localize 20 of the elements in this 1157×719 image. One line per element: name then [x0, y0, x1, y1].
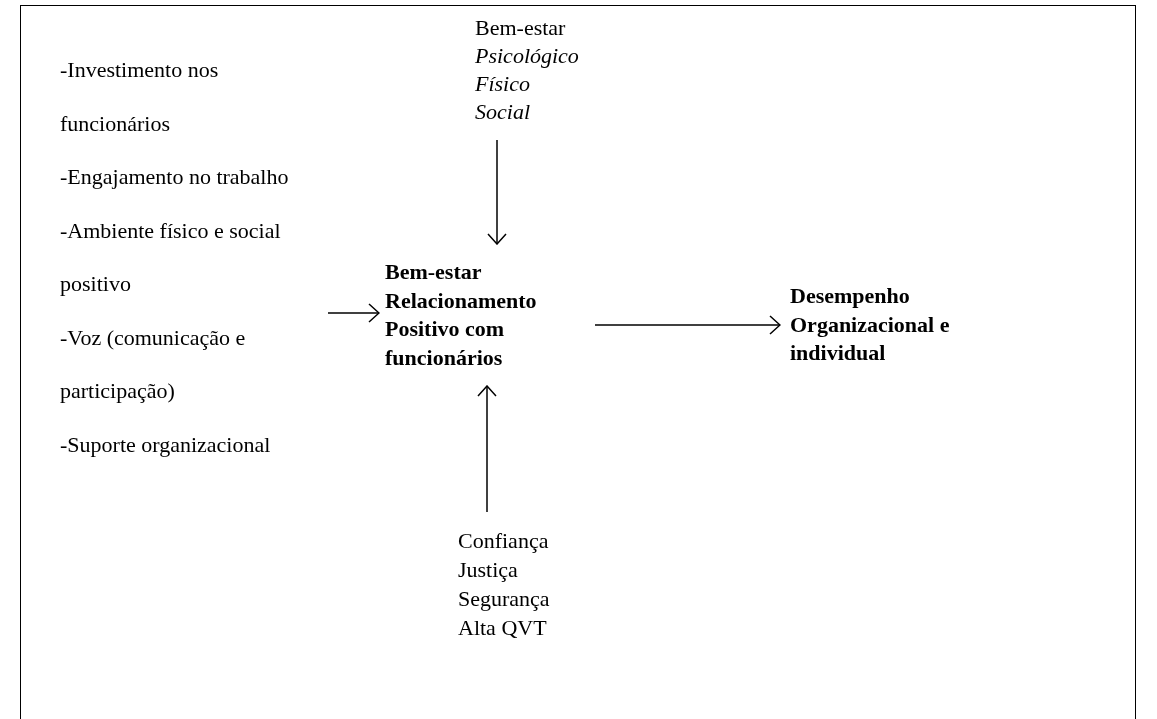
sub-item: Físico: [475, 70, 531, 98]
list-item: -Ambiente físico e social positivo: [60, 216, 282, 298]
list-item: -Suporte organizacional: [60, 430, 272, 459]
arrow: [477, 385, 497, 513]
concept-label: Bem-estar: [385, 258, 483, 286]
concept-label: Relacionamento Positivo com funcionários: [385, 286, 538, 372]
list-item: -Voz (comunicação e participação): [60, 323, 247, 405]
factor-item: Alta QVT: [458, 614, 548, 642]
arrow: [327, 303, 380, 323]
group-heading: Bem-estar: [475, 14, 567, 42]
list-item: -Engajamento no trabalho: [60, 163, 290, 191]
list-item: -Investimento nos funcionários: [60, 56, 220, 138]
factor-item: Justiça: [458, 556, 519, 584]
sub-item: Psicológico: [475, 42, 580, 70]
concept-label: Desempenho Organizacional e individual: [790, 282, 951, 367]
factor-item: Segurança: [458, 585, 551, 613]
arrow: [487, 139, 507, 245]
arrow: [594, 315, 781, 335]
factor-item: Confiança: [458, 527, 550, 555]
sub-item: Social: [475, 98, 531, 126]
